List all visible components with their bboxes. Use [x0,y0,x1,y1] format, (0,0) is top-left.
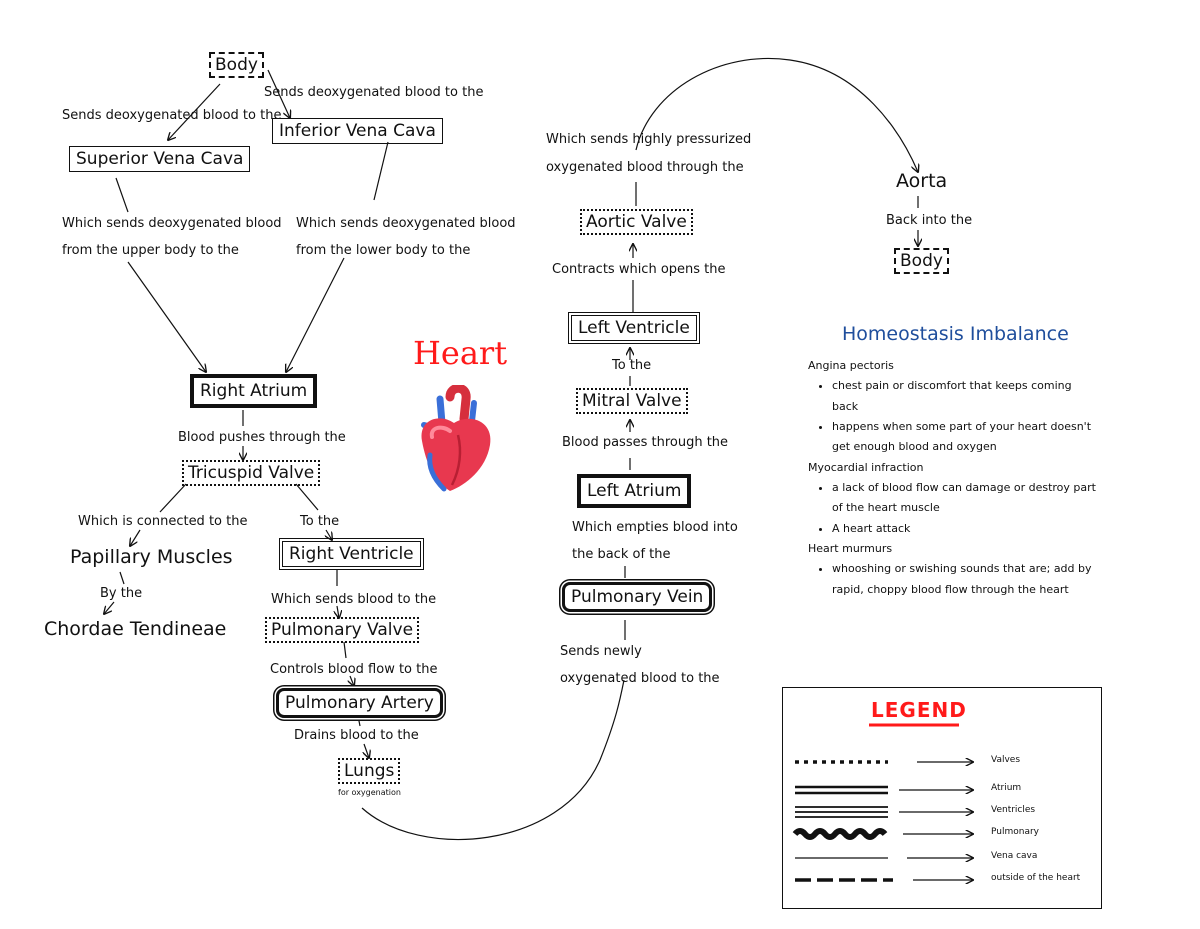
label-av-to-aorta-1: Which sends highly pressurized [546,132,752,147]
arrow-body-ivc [267,69,290,118]
label-tv-to-rv: To the [300,514,340,529]
node-pulmonary-artery: Pulmonary Artery [276,688,443,719]
legend-label: outside of the heart [991,873,1081,883]
legend-sample-dashed [795,869,983,891]
condition-name: Myocardial infraction [808,460,924,474]
label-la-to-mv-2: the back of the [572,547,671,562]
legend-sample-triple-line [795,806,983,818]
label-pvein-to-la-1: Sends newly [560,644,642,659]
label-body-to-svc: Sends deoxygenated blood to the [62,108,282,123]
lungs-note: for oxygenation [338,788,401,797]
label-body-to-ivc: Sends deoxygenated blood to the [264,85,484,100]
node-chordae-tendineae: Chordae Tendineae [44,618,227,640]
arrow-lungs-pvein [361,679,625,841]
label-la-to-mv-1: Which empties blood into [572,520,738,535]
condition-name: Angina pectoris [808,359,894,372]
label-mv-to-lv: To the [612,358,652,373]
heart-icon [421,385,491,492]
condition-point: happens when some part of your heart doe… [832,417,1098,458]
legend-sample-dotted [795,751,983,773]
node-pulmonary-vein: Pulmonary Vein [562,582,713,613]
node-papillary-muscles: Papillary Muscles [70,546,233,568]
node-left-atrium: Left Atrium [577,474,692,509]
label-lv-to-av: Contracts which opens the [552,262,726,277]
label-ivc-to-ra-1: Which sends deoxygenated blood [296,216,516,231]
legend-title-underline [869,723,959,727]
condition-point: chest pain or discomfort that keeps comi… [832,376,1098,417]
condition-point: whooshing or swishing sounds that are; a… [832,559,1098,600]
label-svc-to-ra-1: Which sends deoxygenated blood [62,216,282,231]
condition-point: a lack of blood flow can damage or destr… [832,478,1098,519]
label-av-to-aorta-2: oxygenated blood through the [546,160,744,175]
node-body-bottom: Body [894,248,949,275]
node-body-top: Body [209,52,264,79]
legend-label: Ventricles [991,805,1036,815]
label-ivc-to-ra-2: from the lower body to the [296,243,471,258]
arrow-tv-pm [130,483,187,546]
arrow-svc-ra [115,177,206,372]
legend-row-pulmonary: Pulmonary [783,823,1101,845]
arrow-tv-rv [295,483,332,540]
legend-row-vena-cava: Vena cava [783,847,1101,869]
arrow-pm-ct [104,571,125,614]
label-svc-to-ra-2: from the upper body to the [62,243,239,258]
node-aortic-valve: Aortic Valve [580,209,693,236]
legend-box: LEGEND Valves Atrium Ventricles Pulmonar… [782,687,1102,909]
arrow-av-aorta [635,57,918,206]
arrow-rv-pv [337,570,339,618]
node-superior-vena-cava: Superior Vena Cava [69,146,251,173]
homeostasis-title: Homeostasis Imbalance [842,323,1069,345]
node-tricuspid-valve: Tricuspid Valve [182,460,321,487]
legend-row-valves: Valves [783,751,1101,773]
condition-point: A heart attack [832,519,1098,539]
node-mitral-valve: Mitral Valve [576,388,688,415]
condition-name: Heart murmurs [808,542,893,556]
label-pvein-to-la-2: oxygenated blood to the [560,671,720,686]
label-pv-to-pa: Controls blood flow to the [270,662,438,677]
arrow-body-svc [168,83,221,140]
legend-row-atrium: Atrium [783,779,1101,801]
legend-label: Valves [991,755,1021,765]
legend-sample-wavy [792,828,983,840]
legend-label: Atrium [991,783,1022,793]
legend-label: Pulmonary [991,827,1039,837]
node-aorta: Aorta [896,170,948,192]
legend-sample-thin-line [795,847,983,869]
label-mv: Blood passes through the [562,435,729,450]
node-right-ventricle: Right Ventricle [279,538,424,571]
legend-label: Vena cava [991,851,1038,861]
label-tv-to-pm: Which is connected to the [78,514,248,529]
label-pa-to-lungs: Drains blood to the [294,728,419,743]
node-lungs: Lungs [338,758,401,785]
node-inferior-vena-cava: Inferior Vena Cava [272,118,443,145]
legend-row-ventricles: Ventricles [783,801,1101,823]
node-right-atrium: Right Atrium [190,374,318,409]
legend-title: LEGEND [871,698,967,722]
label-rv-to-pv: Which sends blood to the [271,592,437,607]
label-ra-to-tv: Blood pushes through the [178,430,346,445]
homeostasis-list: Angina pectoris chest pain or discomfort… [808,356,1098,600]
legend-row-outside: outside of the heart [783,869,1101,891]
diagram-title: Heart [413,334,508,372]
node-left-ventricle: Left Ventricle [568,312,700,345]
arrow-pv-pa [343,641,354,686]
legend-sample-double-line [795,785,983,795]
arrow-ivc-ra [286,141,389,372]
label-aorta-to-body: Back into the [886,213,973,228]
node-pulmonary-valve: Pulmonary Valve [265,617,420,644]
label-pm-to-ct: By the [100,586,143,601]
